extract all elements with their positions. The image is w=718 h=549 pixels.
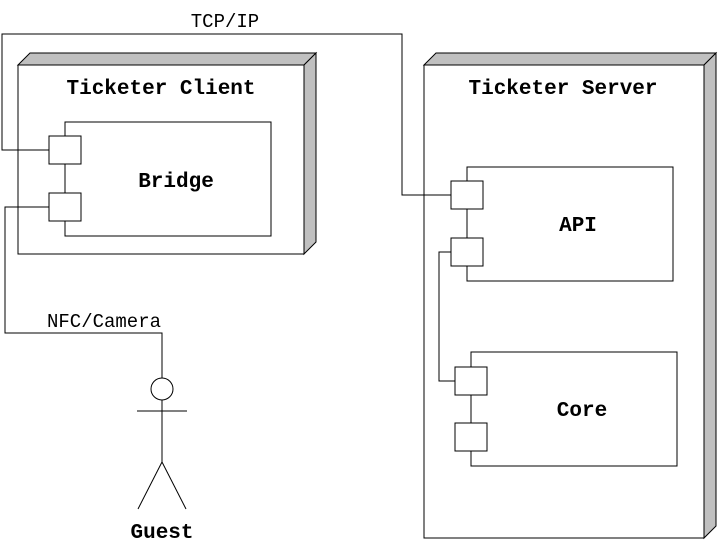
bridge-port-bottom [48, 192, 82, 222]
server-node-side-face [703, 51, 717, 540]
server-node-top-face [422, 52, 718, 66]
nfc-connection: NFC/Camera [4, 206, 163, 378]
guest-right-leg [161, 461, 187, 510]
guest-head [150, 377, 174, 401]
api-port-bottom [450, 237, 484, 267]
bridge-port-top [48, 135, 82, 165]
guest-actor: Guest [130, 377, 194, 545]
api-label: API [559, 215, 597, 238]
server-node-front [423, 64, 705, 539]
client-node-side-face [303, 51, 317, 256]
core-port-bottom [454, 422, 488, 452]
tcp-connection-label: TCP/IP [191, 11, 259, 33]
nfc-connection-line [4, 206, 163, 378]
core-port-top [454, 366, 488, 396]
api-core-link [438, 251, 455, 382]
core-component-body [470, 351, 678, 467]
client-node-top-face [16, 52, 318, 66]
api-component: API [450, 166, 674, 282]
core-component: Core [454, 351, 678, 467]
guest-left-leg [137, 461, 163, 510]
tcp-connection-line [1, 33, 451, 196]
core-label: Core [557, 400, 607, 423]
bridge-component-body [64, 121, 272, 237]
api-component-body [466, 166, 674, 282]
client-node-title: Ticketer Client [66, 78, 255, 101]
nfc-connection-label: NFC/Camera [47, 311, 161, 333]
server-node-title: Ticketer Server [468, 78, 657, 101]
tcp-connection: TCP/IP [1, 11, 451, 196]
bridge-component: Bridge [48, 121, 272, 237]
bridge-label: Bridge [138, 171, 214, 194]
guest-label: Guest [130, 522, 193, 545]
api-port-top [450, 180, 484, 210]
